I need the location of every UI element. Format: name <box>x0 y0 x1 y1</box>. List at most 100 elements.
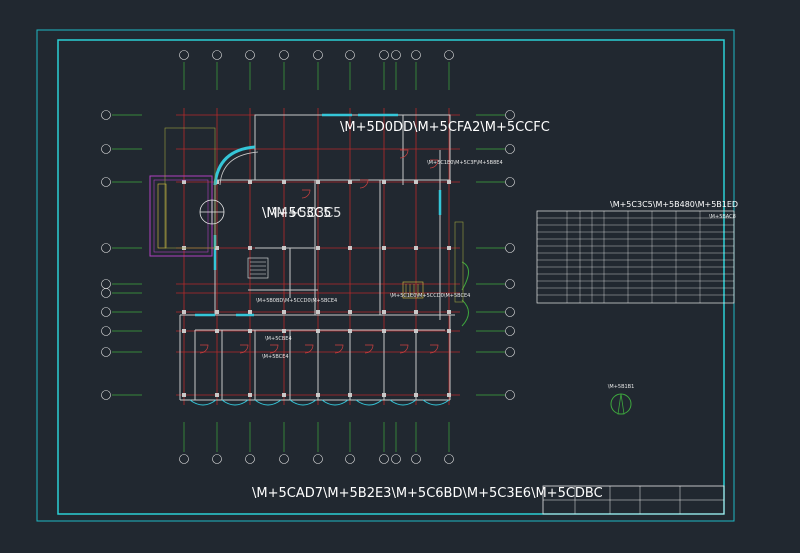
axis-bubble-left <box>101 279 111 289</box>
door-swing <box>429 344 439 354</box>
axis-bubble-left <box>101 326 111 336</box>
door-swing <box>399 344 409 354</box>
door-swing <box>301 189 311 199</box>
axis-bubble-bottom <box>444 454 454 464</box>
column <box>316 393 320 397</box>
axis-bubble-right <box>505 144 515 154</box>
column <box>248 246 252 250</box>
column <box>215 393 219 397</box>
column <box>215 246 219 250</box>
column <box>447 329 451 333</box>
axis-bubble-top <box>279 50 289 60</box>
axis-bubble-bottom <box>212 454 222 464</box>
column <box>282 310 286 314</box>
inner-frame <box>57 39 725 515</box>
axis-bubble-left <box>101 243 111 253</box>
column <box>182 310 186 314</box>
axis-bubble-right <box>505 110 515 120</box>
column <box>348 329 352 333</box>
column <box>182 329 186 333</box>
axis-bubble-right <box>505 326 515 336</box>
axis-bubble-top <box>444 50 454 60</box>
column <box>382 180 386 184</box>
table-title: \M+5C3C5\M+5B480\M+5B1ED <box>610 200 738 209</box>
column <box>382 329 386 333</box>
axis-bubble-right <box>505 347 515 357</box>
column <box>447 310 451 314</box>
axis-bubble-right <box>505 279 515 289</box>
column <box>316 180 320 184</box>
title-block <box>542 485 725 515</box>
door-swing <box>199 344 209 354</box>
axis-bubble-left <box>101 390 111 400</box>
column <box>414 246 418 250</box>
axis-bubble-top <box>345 50 355 60</box>
schedule-table <box>536 210 735 304</box>
bay-window <box>254 399 282 406</box>
title-block-text: \M+5CAD7\M+5B2E3\M+5C6BD\M+5C3E6\M+5CDBC <box>252 486 603 501</box>
bay-window <box>355 399 383 406</box>
door-swing <box>399 149 409 159</box>
annotation-2: \M+5B0BD\M+5CCD0\M+5BCE4 <box>256 298 337 304</box>
column <box>447 246 451 250</box>
walls <box>179 113 455 401</box>
bottom-bay-windows <box>189 399 450 406</box>
axis-bubble-top <box>212 50 222 60</box>
annotation-3: \M+5C1E0\M+5CCD0\M+5BCE4 <box>390 293 470 299</box>
axis-bubble-bottom <box>313 454 323 464</box>
axis-bubble-bottom <box>345 454 355 464</box>
axis-bubble-left <box>101 177 111 187</box>
stair-right <box>402 281 424 299</box>
right-bay <box>461 261 469 291</box>
column <box>447 180 451 184</box>
axis-bubble-top <box>313 50 323 60</box>
axis-bubble-left <box>101 110 111 120</box>
column <box>414 393 418 397</box>
column <box>414 329 418 333</box>
axis-bubble-bottom <box>391 454 401 464</box>
room-label-center: \M+5C3C5 <box>262 206 331 221</box>
axis-bubbles <box>101 50 515 464</box>
column <box>182 180 186 184</box>
column <box>215 310 219 314</box>
room-label-top: \M+5D0DD\M+5CFA2\M+5CCFC <box>340 120 550 135</box>
axis-bubble-bottom <box>379 454 389 464</box>
column <box>348 180 352 184</box>
column <box>316 329 320 333</box>
column <box>382 310 386 314</box>
bay-window <box>289 399 317 406</box>
door-swing <box>359 179 369 189</box>
annotation-5: \M+5BCE4 <box>262 354 289 360</box>
axis-bubble-top <box>411 50 421 60</box>
bay-window <box>321 399 349 406</box>
column <box>382 393 386 397</box>
curved-wall-inner <box>219 151 259 186</box>
door-swing <box>364 344 374 354</box>
column <box>248 310 252 314</box>
bay-window <box>422 399 450 406</box>
axis-bubble-top <box>245 50 255 60</box>
north-label: \M+5B1B1 <box>608 384 635 390</box>
outer-frame <box>36 29 735 522</box>
right-bay-2 <box>461 299 469 327</box>
column <box>282 329 286 333</box>
axis-bubble-bottom <box>411 454 421 464</box>
right-yellow-zone <box>454 221 464 303</box>
door-swing <box>304 344 314 354</box>
column <box>215 329 219 333</box>
room-label-center-overlap: \M+5C3C5 <box>272 206 341 221</box>
column <box>348 393 352 397</box>
axis-bubble-right <box>505 177 515 187</box>
door-swing <box>269 344 279 354</box>
column <box>182 393 186 397</box>
door-swing <box>429 159 439 169</box>
column <box>414 310 418 314</box>
column <box>316 310 320 314</box>
column <box>382 246 386 250</box>
axis-bubble-left <box>101 347 111 357</box>
axis-bubble-right <box>505 307 515 317</box>
axis-bubble-top <box>391 50 401 60</box>
column <box>248 329 252 333</box>
door-swing <box>239 344 249 354</box>
